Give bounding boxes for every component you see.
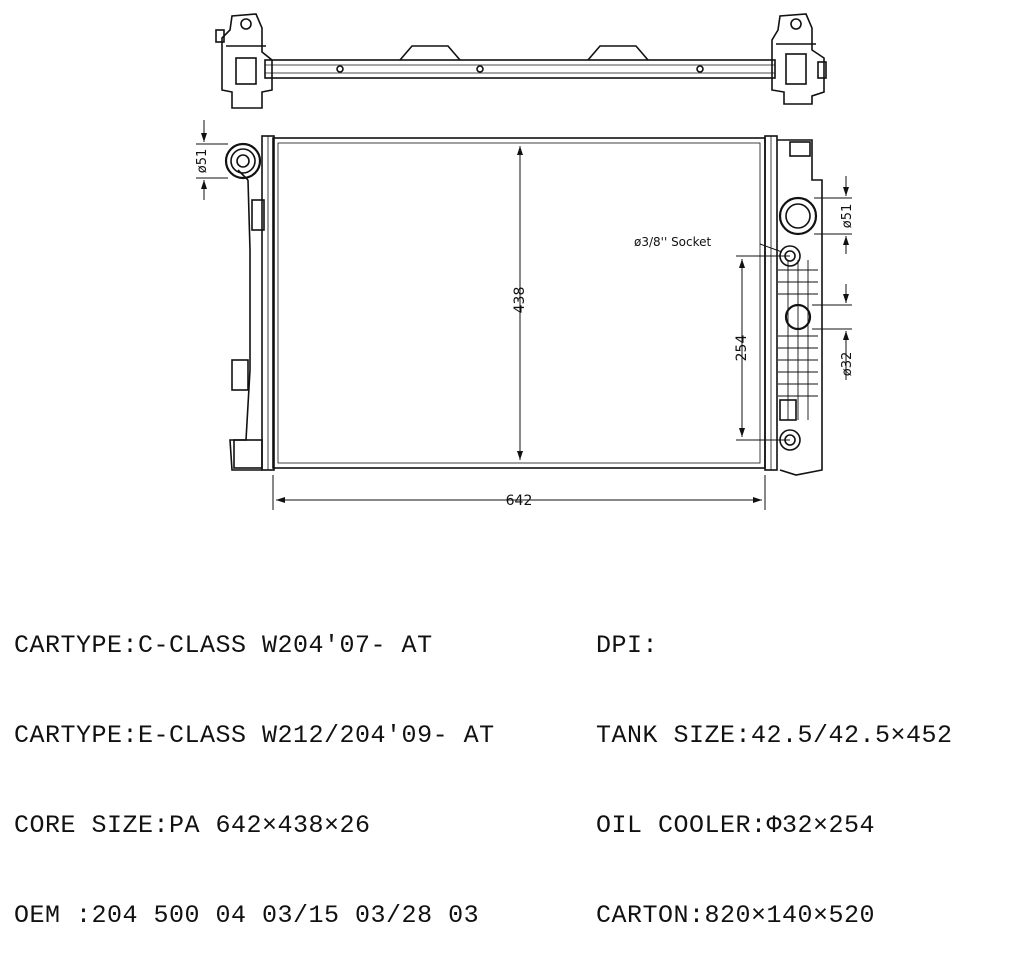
top-view-bracket: [215, 13, 827, 109]
spec-dpi: DPI:: [596, 631, 659, 660]
spec-oil-cooler: OIL COOLER:Φ32×254: [596, 811, 876, 840]
spec-cartype-c-class: CARTYPE:C-CLASS W204'07- AT: [14, 631, 433, 660]
spec-cartype-e-class: CARTYPE:E-CLASS W212/204'09- AT: [14, 721, 495, 750]
dim-core-height: 438: [512, 287, 528, 314]
dim-oil-cooler-dia: ø32: [840, 352, 855, 377]
dim-right-inlet-dia: ø51: [840, 204, 855, 229]
spec-core-size: CORE SIZE:PA 642×438×26: [14, 811, 371, 840]
dimension-lines: [196, 120, 852, 510]
socket-label: ø3/8'' Socket: [634, 235, 712, 249]
dim-core-width: 642: [506, 493, 533, 509]
specs-right: DPI: TANK SIZE:42.5/42.5×452 OIL COOLER:…: [596, 571, 953, 961]
radiator-technical-drawing: 438 642 254 ø51 ø51 ø32 ø3/8'' Socket: [195, 13, 855, 510]
spec-carton: CARTON:820×140×520: [596, 901, 876, 930]
dim-oil-cooler-spacing: 254: [734, 335, 750, 362]
spec-oem: OEM :204 500 04 03/15 03/28 03: [14, 901, 480, 930]
spec-tank-size: TANK SIZE:42.5/42.5×452: [596, 721, 953, 750]
radiator-front-view: [224, 135, 823, 476]
dim-left-inlet-dia: ø51: [195, 149, 210, 174]
specs-left: CARTYPE:C-CLASS W204'07- AT CARTYPE:E-CL…: [14, 571, 495, 961]
